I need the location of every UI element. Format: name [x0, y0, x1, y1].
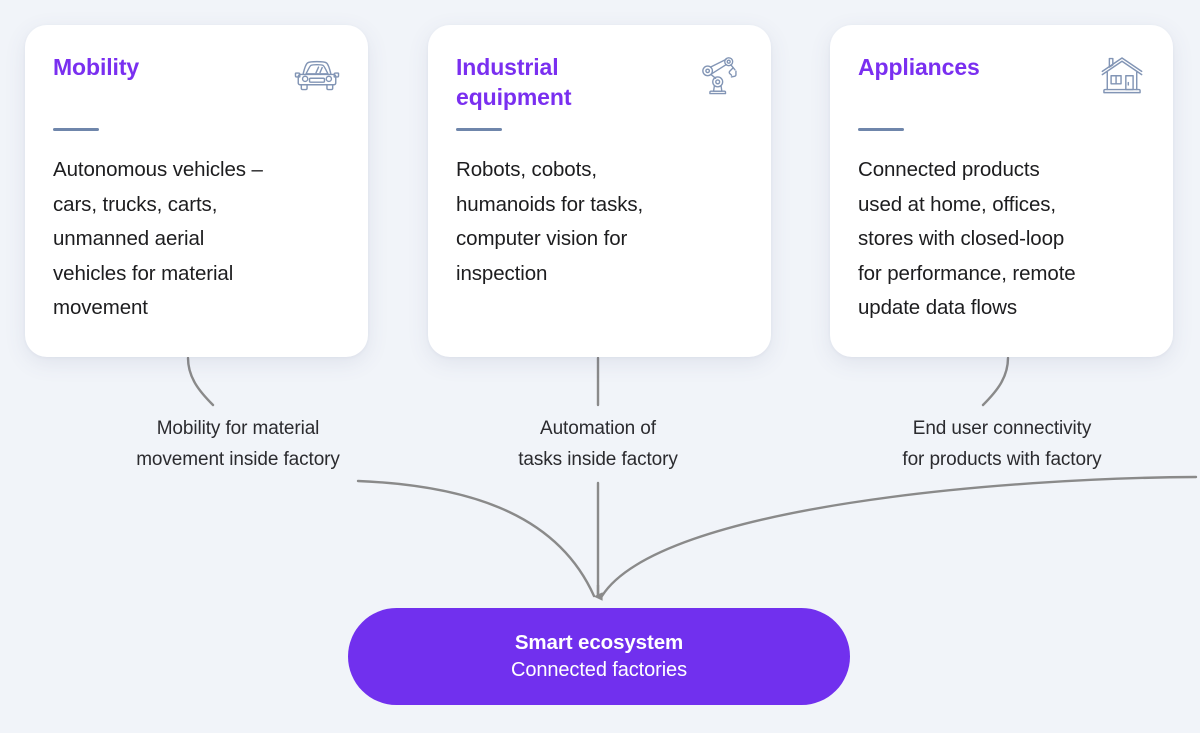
outcome-pill[interactable]: Smart ecosystem Connected factories: [348, 608, 850, 705]
card-title: Mobility: [53, 54, 140, 80]
card-body: Robots, cobots, humanoids for tasks, com…: [456, 158, 644, 285]
connector-appliances-stub: [981, 356, 1010, 407]
connector-appliances-to-outcome: [600, 475, 1198, 598]
card-header: Industrial equipment: [456, 52, 743, 114]
edge-label-industrial: Automation of tasks inside factory: [518, 418, 678, 470]
card-body: Autonomous vehicles – cars, trucks, cart…: [53, 158, 263, 319]
card-mobility[interactable]: Mobility Autonomous ve: [25, 25, 368, 357]
edge-label-appliances: End user connectivity for products with …: [902, 418, 1102, 470]
card-industrial[interactable]: Industrial equipment: [428, 25, 771, 357]
edge-label-mobility: Mobility for material movement inside fa…: [136, 418, 340, 470]
house-icon: [1099, 53, 1145, 97]
connector-mobility-stub: [186, 356, 215, 407]
card-divider: [456, 128, 502, 131]
robot-arm-icon: [697, 53, 743, 97]
card-appliances[interactable]: Appliances Connected products used at ho…: [830, 25, 1173, 357]
card-divider: [858, 128, 904, 131]
card-header: Appliances: [858, 52, 1145, 114]
card-header: Mobility: [53, 52, 340, 114]
outcome-subtitle: Connected factories: [511, 659, 687, 681]
card-divider: [53, 128, 99, 131]
outcome-title: Smart ecosystem: [514, 631, 684, 654]
card-title: Industrial equipment: [456, 54, 572, 111]
connector-mobility-to-outcome: [356, 479, 596, 598]
car-icon: [294, 53, 340, 97]
card-title: Appliances: [858, 54, 980, 80]
card-body: Connected products used at home, offices…: [858, 158, 1076, 319]
